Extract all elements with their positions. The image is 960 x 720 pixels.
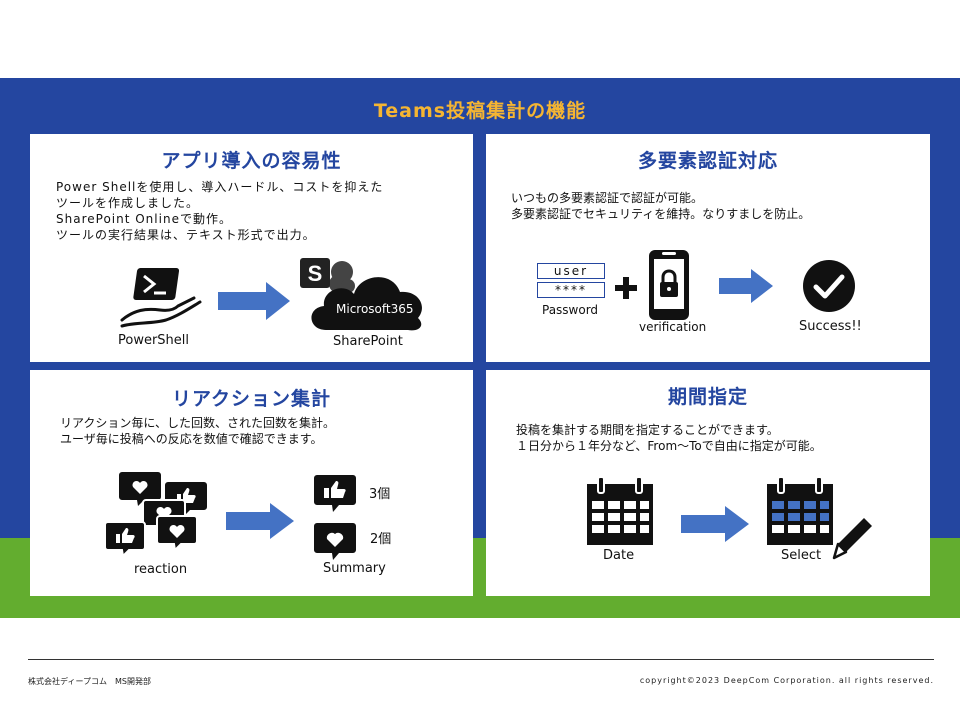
description-line: リアクション毎に、した回数、された回数を集計。 [60,416,336,430]
panel-description: Power Shellを使用し、導入ハードル、コストを抑えた ツールを作成しまし… [56,179,383,243]
description-line: いつもの多要素認証で認証が可能。 [511,191,704,205]
panel-mfa: 多要素認証対応 いつもの多要素認証で認証が可能。 多要素認証でセキュリティを維持… [486,134,930,362]
heart-bubble-icon [314,523,356,560]
date-label: Date [603,548,635,563]
panel-description: リアクション毎に、した回数、された回数を集計。 ユーザ毎に投稿への反応を数値で確… [60,415,335,447]
description-line: ツールを作成しました。 [56,196,200,210]
arrow-right-icon [226,503,294,539]
panel-title: 多要素認証対応 [637,150,778,172]
powershell-hand-icon [120,268,202,328]
calendar-selected-icon [767,476,833,545]
reaction-bubbles-icon [104,472,207,559]
description-line: SharePoint Onlineで動作。 [56,212,232,226]
select-label: Select [781,548,822,563]
description-line: １日分から１年分など、From～Toで自由に指定が可能。 [516,439,822,453]
panel-description: 投稿を集計する期間を指定することができます。 １日分から１年分など、From～T… [516,422,822,454]
like-count: 3個 [369,487,391,502]
plus-icon [615,277,637,299]
footer-company: 株式会社ディープコム MS開発部 [28,677,151,686]
arrow-right-icon [719,269,773,303]
arrow-right-icon [218,282,290,320]
description-line: 多要素認証でセキュリティを維持。なりすましを防止。 [511,207,811,221]
panel-period: 期間指定 投稿を集計する期間を指定することができます。 １日分から１年分など、F… [486,370,930,596]
summary-label: Summary [323,561,386,576]
footer-copyright: copyright©2023 DeepCom Corporation. all … [639,676,934,685]
description-line: ユーザ毎に投稿への反応を数値で確認できます。 [60,432,323,446]
description-line: Power Shellを使用し、導入ハードル、コストを抑えた [56,180,384,194]
check-circle-icon [803,260,855,312]
like-bubble-icon [314,475,356,512]
panel-title: リアクション集計 [171,388,332,410]
heart-count: 2個 [370,532,392,547]
powershell-label: PowerShell [118,333,190,348]
user-field: user [537,263,605,279]
panel-title: 期間指定 [667,386,748,408]
slide-title: Teams投稿集計の機能 [373,100,587,122]
reaction-label: reaction [134,562,188,577]
password-label: Password [542,303,599,317]
description-line: 投稿を集計する期間を指定することができます。 [516,423,779,437]
sharepoint-label: SharePoint [333,334,403,349]
verification-label: verification [639,320,707,334]
microsoft365-cloud-text: Microsoft365 [336,302,414,316]
svg-text:S: S [308,261,323,286]
panel-reaction: リアクション集計 リアクション毎に、した回数、された回数を集計。 ユーザ毎に投稿… [30,370,473,596]
pencil-icon [832,518,872,560]
panel-title: アプリ導入の容易性 [161,150,342,172]
phone-lock-icon [649,250,689,320]
arrow-right-icon [681,506,749,542]
description-line: ツールの実行結果は、テキスト形式で出力。 [56,228,316,242]
calendar-icon [587,476,653,545]
sharepoint-cloud-icon: S [300,258,422,331]
panel-easy-install: アプリ導入の容易性 Power Shellを使用し、導入ハードル、コストを抑えた… [30,134,473,362]
panel-description: いつもの多要素認証で認証が可能。 多要素認証でセキュリティを維持。なりすましを防… [511,190,810,222]
footer-divider [28,659,934,660]
success-label: Success!! [799,319,862,334]
password-field: **** [537,282,605,298]
